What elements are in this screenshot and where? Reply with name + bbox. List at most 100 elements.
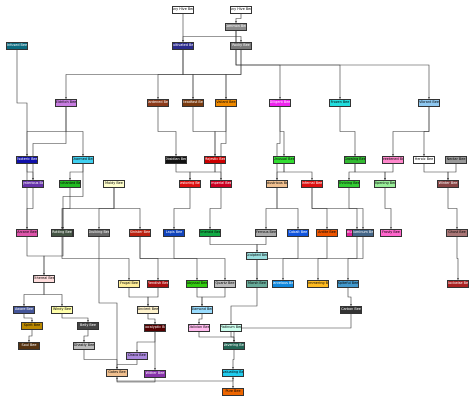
node-sweetened[interactable]: Sweetened Bee — [382, 156, 404, 164]
edge-wavering-to-nexus — [231, 350, 235, 369]
node-diligent[interactable]: Diligent Bee — [269, 99, 291, 107]
edge-diamond-to-oblivion — [197, 314, 203, 324]
node-cultivated[interactable]: Cultivated Bee — [172, 42, 194, 50]
node-any1[interactable]: Any Hive Bee — [172, 6, 194, 14]
node-moldy[interactable]: Moldy Bee — [103, 180, 125, 188]
node-ancient[interactable]: Ancient Bee — [137, 306, 159, 314]
node-aware[interactable]: Aware Bee — [13, 306, 35, 314]
node-ferrous[interactable]: Ferrous Bee — [255, 229, 277, 237]
node-sculpted[interactable]: Sculpted Bee — [246, 252, 268, 260]
node-nexus[interactable]: Evaluating Bee — [222, 369, 244, 377]
node-nectar[interactable]: Nectar Bee — [445, 156, 467, 164]
edge-industrious-to-cobalt — [276, 188, 300, 229]
edge-sweetened-to-ripening — [383, 164, 394, 180]
edge-charmed-to-supernatural — [61, 164, 84, 229]
node-mysterious[interactable]: Mysterious Bee — [22, 180, 44, 188]
node-frozen[interactable]: Frozen Bee — [329, 99, 351, 107]
node-windy[interactable]: Windy Bee — [51, 306, 73, 314]
node-eldritch[interactable]: Eldritch Bee — [55, 99, 77, 107]
node-ardite[interactable]: Ardite Bee — [316, 229, 338, 237]
node-skulking[interactable]: Skulking Bee — [88, 229, 110, 237]
edge-growing-to-thriving — [347, 164, 356, 180]
node-marsh[interactable]: Marsh Bee — [246, 280, 268, 288]
edge-thriving-to-aluminum — [348, 188, 365, 229]
edge-winterbrown-to-ghost — [447, 188, 459, 229]
node-sinister[interactable]: Sinister Bee — [129, 229, 151, 237]
node-lapis[interactable]: Lapis Bee — [163, 229, 185, 237]
node-ghastly[interactable]: Ghastly Bee — [73, 342, 95, 350]
node-belly[interactable]: Belly Bee — [77, 322, 99, 330]
node-hardened[interactable]: Hardened Bee — [147, 99, 169, 107]
node-infernal[interactable]: Infernal Bee — [301, 180, 323, 188]
edge-esoteric-to-mysterious — [26, 164, 35, 180]
node-spirit[interactable]: Spirit Bee — [21, 322, 43, 330]
node-shimmering[interactable]: Shimmering Bee — [307, 280, 329, 288]
edge-windy-to-belly — [61, 314, 90, 322]
node-aluminum[interactable]: Aluminum Bee — [352, 229, 374, 237]
edge-nectar-to-winterbrown — [446, 164, 457, 180]
edge-restoring-to-lapis — [172, 188, 191, 229]
node-rotting[interactable]: Rotting Bee — [51, 229, 73, 237]
node-cobalt[interactable]: Cobalt Bee — [287, 229, 309, 237]
node-charmed[interactable]: Charmed Bee — [72, 156, 94, 164]
node-vibrant[interactable]: Vibrant Bee — [418, 99, 440, 107]
node-apocalyptic[interactable]: Apocalyptic Bee — [144, 324, 166, 332]
node-gates[interactable]: Gates Bee — [106, 369, 128, 377]
node-frugal[interactable]: Frugal Bee — [118, 280, 140, 288]
node-spiteful[interactable]: Spiteful Bee — [337, 280, 359, 288]
node-esoteric[interactable]: Esoteric Bee — [16, 156, 38, 164]
node-platinum[interactable]: Platinum Bee — [220, 324, 242, 332]
edge-frugal-to-ancient — [128, 288, 150, 306]
node-growing[interactable]: Growing Bee — [344, 156, 366, 164]
node-obsidian[interactable]: Obsidian Bee — [165, 156, 187, 164]
node-wavering[interactable]: Wavering Bee — [223, 342, 245, 350]
node-rocky[interactable]: Rocky Bee — [230, 42, 252, 50]
node-winterbrown[interactable]: Winter Bee — [437, 180, 459, 188]
node-frosty[interactable]: Frosty Bee — [380, 229, 402, 237]
node-imperial[interactable]: Imperial Bee — [210, 180, 232, 188]
node-soul[interactable]: Soul Bee — [18, 342, 40, 350]
node-fiendish[interactable]: Fiendish Bee — [147, 280, 169, 288]
edge-ghastly-to-gates — [83, 350, 119, 369]
node-pure[interactable]: Pure Bee — [222, 388, 244, 396]
node-enchanted[interactable]: Enchanted Bee — [59, 180, 81, 188]
node-diamond[interactable]: Diamond Bee — [191, 306, 213, 314]
edge-supernatural-to-ethereal — [42, 237, 64, 275]
node-restoring[interactable]: Restoring Bee — [179, 180, 201, 188]
edge-platinum-to-wavering — [230, 332, 236, 342]
node-any2[interactable]: Any Hive Bee — [230, 6, 252, 14]
edge-ardite-to-marvelous — [281, 237, 328, 280]
node-steadfast[interactable]: Steadfast Bee — [182, 99, 204, 107]
edge-spirit-to-soul — [27, 330, 33, 342]
node-clockwise[interactable]: Clockwise Bee — [447, 280, 469, 288]
node-thriving[interactable]: Thriving Bee — [338, 180, 360, 188]
node-ripening[interactable]: Ripening Bee — [374, 180, 396, 188]
node-industrious[interactable]: Industrious Bee — [266, 180, 288, 188]
node-wither[interactable]: Wither Bee — [144, 370, 166, 378]
edge-steadfast-to-majestic — [192, 107, 217, 156]
node-draco[interactable]: Draco Bee — [126, 352, 148, 360]
edge-spiteful-to-carbon — [347, 288, 353, 306]
node-ghost[interactable]: Ghost Bee — [446, 229, 468, 237]
node-infused[interactable]: Infused Bee — [6, 42, 28, 50]
node-valiant[interactable]: Valiant Bee — [215, 99, 237, 107]
node-common[interactable]: Common Bee — [225, 23, 247, 31]
edge-skulking-to-gates — [98, 237, 119, 369]
node-unusual[interactable]: Unusual Bee — [273, 156, 295, 164]
node-heroic[interactable]: Heroic Bee — [413, 156, 435, 164]
edge-diligent-to-industrious — [275, 107, 281, 180]
node-ethereal[interactable]: Ethereal Bee — [33, 275, 55, 283]
node-carbon[interactable]: Carbon Bee — [340, 306, 362, 314]
edge-majestic-to-restoring — [188, 164, 216, 180]
node-abyssal[interactable]: Abyssal Bee — [186, 280, 208, 288]
edge-frozen-to-growing — [339, 107, 357, 156]
node-quartz[interactable]: Quartz Bee — [214, 280, 236, 288]
node-emerald[interactable]: Emerald Bee — [199, 229, 221, 237]
node-oblivion[interactable]: Oblivion Bee — [188, 324, 210, 332]
edge-moldy-to-skulking — [97, 188, 115, 229]
node-arcane[interactable]: Arcane Bee — [16, 229, 38, 237]
edge-moldy-to-sinister — [113, 188, 142, 229]
node-majestic[interactable]: Majestic Bee — [204, 156, 226, 164]
edge-lapis-to-quartz — [173, 237, 227, 280]
node-marvelous[interactable]: Marvelous Bee — [272, 280, 294, 288]
